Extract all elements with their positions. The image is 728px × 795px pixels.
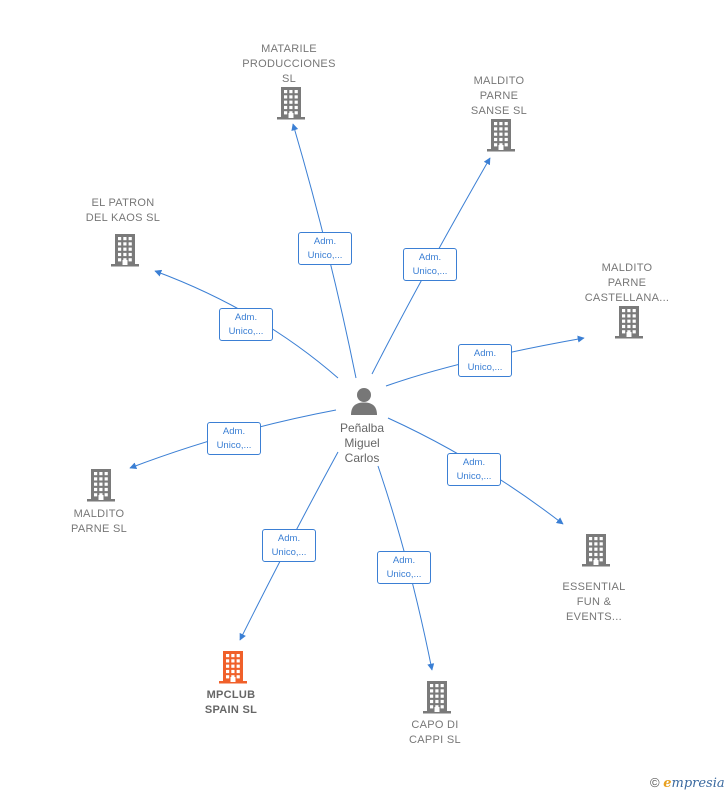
person-label[interactable]: Peñalba Miguel Carlos <box>339 421 385 465</box>
company-label-mpclub[interactable]: MPCLUB SPAIN SL <box>204 689 258 716</box>
edge-label-essential[interactable]: Adm. Unico,... <box>447 453 501 486</box>
company-label-maldito-parne[interactable]: MALDITO PARNE SL <box>71 508 127 535</box>
footer-branding: © empresia <box>650 775 725 791</box>
company-label-capo[interactable]: CAPO DI CAPPI SL <box>409 719 461 746</box>
company-label-essential[interactable]: ESSENTIAL FUN & EVENTS... <box>562 581 626 623</box>
company-label-matarile[interactable]: MATARILE PRODUCCIONES SL <box>242 43 336 85</box>
building-icon-essential[interactable] <box>580 533 612 567</box>
edge-label-matarile[interactable]: Adm. Unico,... <box>298 232 352 265</box>
edge-label-patron[interactable]: Adm. Unico,... <box>219 308 273 341</box>
empresia-logo: empresia <box>663 776 725 791</box>
edge-label-mpclub[interactable]: Adm. Unico,... <box>262 529 316 562</box>
building-icon-patron[interactable] <box>109 233 141 267</box>
company-label-patron[interactable]: EL PATRON DEL KAOS SL <box>85 197 161 224</box>
edge-label-capo[interactable]: Adm. Unico,... <box>377 551 431 584</box>
edge-label-maldito-sanse[interactable]: Adm. Unico,... <box>403 248 457 281</box>
building-icon-maldito-castellana[interactable] <box>613 305 645 339</box>
edge-label-maldito-parne[interactable]: Adm. Unico,... <box>207 422 261 455</box>
building-icon-mpclub[interactable] <box>217 650 249 684</box>
company-label-maldito-castellana[interactable]: MALDITO PARNE CASTELLANA... <box>584 262 670 304</box>
company-label-maldito-sanse[interactable]: MALDITO PARNE SANSE SL <box>470 75 528 117</box>
building-icon-capo[interactable] <box>421 680 453 714</box>
building-icon-maldito-sanse[interactable] <box>485 118 517 152</box>
edge-label-maldito-castellana[interactable]: Adm. Unico,... <box>458 344 512 377</box>
building-icon-maldito-parne[interactable] <box>85 468 117 502</box>
person-icon[interactable] <box>349 386 379 416</box>
copyright-symbol: © <box>650 775 660 790</box>
building-icon-matarile[interactable] <box>275 86 307 120</box>
